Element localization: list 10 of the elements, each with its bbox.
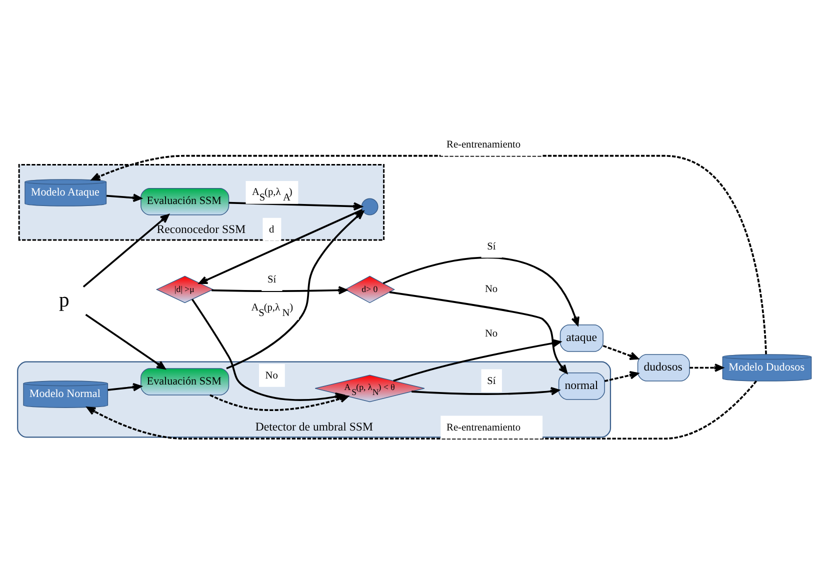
edge-label: d — [269, 224, 274, 236]
edge-label: Re-entrenamiento — [446, 422, 521, 434]
edge-label: No — [484, 284, 498, 296]
edge-label: Sí — [487, 376, 496, 387]
edge-label: No — [484, 328, 498, 340]
edge-label: Re-entrenamiento — [446, 140, 521, 150]
edge-label: Sí — [268, 274, 276, 286]
edge-label: No — [265, 370, 278, 382]
edge-label: Sí — [487, 241, 496, 252]
node-text: p — [58, 289, 70, 312]
